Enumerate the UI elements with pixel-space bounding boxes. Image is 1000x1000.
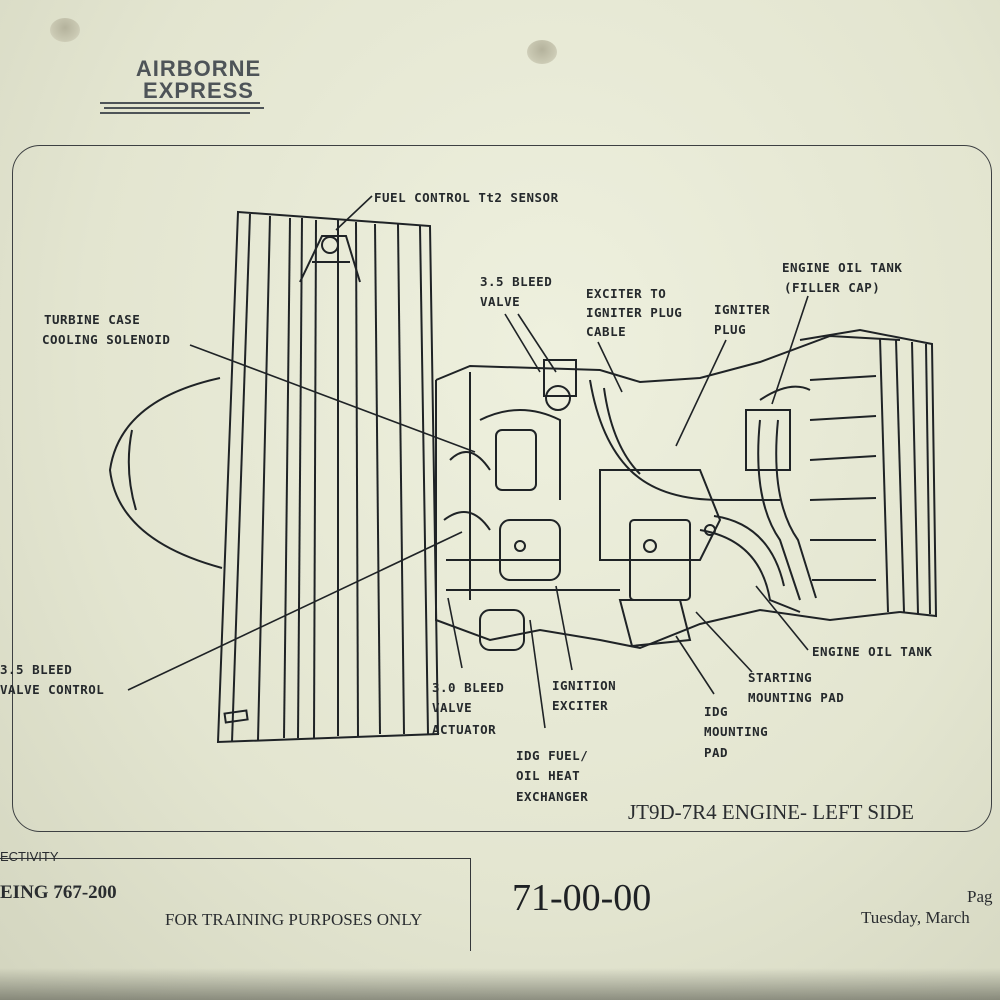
label-ignition-exciter: EXCITER <box>552 698 608 713</box>
spinner-nose <box>108 377 223 569</box>
label-bleed-actuator-30: ACTUATOR <box>432 722 496 737</box>
logo-stripe <box>100 102 260 104</box>
logo-stripe <box>104 107 264 109</box>
label-idg-fuel-oil: OIL HEAT <box>516 768 580 783</box>
engine-drawing <box>108 210 938 744</box>
label-starting-pad: STARTING <box>748 670 812 685</box>
label-turbine-case: COOLING SOLENOID <box>42 332 170 347</box>
bleed-valve-35 <box>543 359 577 397</box>
label-exciter-cable: CABLE <box>586 324 626 339</box>
label-idg-fuel-oil: IDG FUEL/ <box>516 748 588 763</box>
label-exciter-cable: EXCITER TO <box>586 286 666 301</box>
label-bleed-valve-control: 3.5 BLEED <box>0 662 72 677</box>
label-starting-pad: MOUNTING PAD <box>748 690 844 705</box>
page-edge-shadow <box>0 968 1000 1000</box>
label-idg-fuel-oil: EXCHANGER <box>516 789 588 804</box>
label-ignition-exciter: IGNITION <box>552 678 616 693</box>
document-number: 71-00-00 <box>512 877 652 919</box>
logo-stripe <box>100 112 250 114</box>
fan-case <box>216 210 440 744</box>
label-bleed-actuator-30: 3.0 BLEED <box>432 680 504 695</box>
label-engine-oil-tank: ENGINE OIL TANK <box>812 644 932 659</box>
punch-hole <box>50 18 80 42</box>
label-bleed-actuator-30: VALVE <box>432 700 472 715</box>
label-idg-mounting: MOUNTING <box>704 724 768 739</box>
label-exciter-cable: IGNITER PLUG <box>586 305 682 320</box>
training-note: FOR TRAINING PURPOSES ONLY <box>165 910 423 929</box>
diagram-frame <box>12 145 992 832</box>
effectivity-box <box>0 858 471 951</box>
logo-line-1: AIRBORNE <box>135 56 262 81</box>
core-outline <box>435 334 901 384</box>
diagram-caption: JT9D-7R4 ENGINE- LEFT SIDE <box>628 800 915 824</box>
rear-case <box>799 328 938 618</box>
label-oil-tank-filler: (FILLER CAP) <box>784 280 880 295</box>
effectivity-label: ECTIVITY <box>0 849 59 864</box>
label-fuel-control: FUEL CONTROL Tt2 SENSOR <box>374 190 559 205</box>
tt2-sensor-mount <box>299 235 361 283</box>
logo-line-2: EXPRESS <box>143 78 254 103</box>
label-idg-mounting: IDG <box>704 704 728 719</box>
label-igniter-plug: PLUG <box>714 322 746 337</box>
page-label: Pag <box>967 887 993 906</box>
callout-labels: FUEL CONTROL Tt2 SENSOR 3.5 BLEED VALVE … <box>0 190 932 804</box>
label-bleed-valve-35: 3.5 BLEED <box>480 274 552 289</box>
label-oil-tank-filler: ENGINE OIL TANK <box>782 260 902 275</box>
label-bleed-valve-35: VALVE <box>480 294 520 309</box>
date-label: Tuesday, March <box>861 908 970 927</box>
aircraft-model: EING 767-200 <box>0 882 117 903</box>
label-idg-mounting: PAD <box>704 745 728 760</box>
label-bleed-valve-control: VALVE CONTROL <box>0 682 104 697</box>
punch-hole <box>527 40 557 64</box>
label-igniter-plug: IGNITER <box>714 302 770 317</box>
label-turbine-case: TURBINE CASE <box>44 312 140 327</box>
leader-lines <box>127 195 809 729</box>
